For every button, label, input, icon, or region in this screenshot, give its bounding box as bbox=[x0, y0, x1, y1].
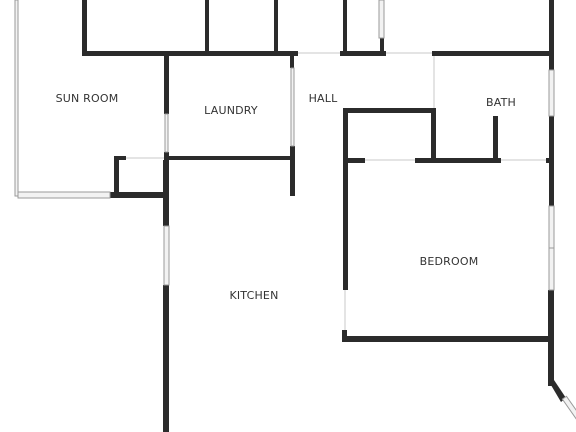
wall-top-divider-1 bbox=[205, 0, 209, 54]
room-label-sun-room: SUN ROOM bbox=[56, 92, 119, 105]
room-label-bedroom: BEDROOM bbox=[420, 255, 479, 268]
wall-top-horizontal-left bbox=[82, 51, 298, 56]
wall-bath-stub bbox=[493, 116, 498, 162]
room-label-kitchen: KITCHEN bbox=[229, 289, 278, 302]
wall-right-exterior-3 bbox=[548, 290, 554, 386]
wall-top-right-vertical bbox=[549, 0, 554, 54]
window-sunroom-west bbox=[14, 0, 19, 197]
wall-top-horizontal-right bbox=[432, 51, 554, 56]
window-laundry-left bbox=[164, 113, 169, 153]
wall-top-divider-2 bbox=[274, 0, 278, 54]
wall-bedroom-bottom bbox=[342, 336, 550, 342]
wall-closet-stub-horizontal bbox=[114, 156, 126, 160]
window-corner-angled bbox=[561, 395, 576, 428]
wall-kitchen-left-upper bbox=[163, 160, 169, 226]
room-label-hall: HALL bbox=[309, 92, 339, 105]
wall-laundry-right-lower bbox=[290, 146, 295, 196]
room-labels: SUN ROOM LAUNDRY HALL BATH BEDROOM KITCH… bbox=[56, 92, 516, 302]
window-bedroom-east-1 bbox=[548, 205, 555, 249]
walls bbox=[82, 0, 566, 432]
windows bbox=[14, 0, 576, 428]
door-openings bbox=[126, 52, 546, 330]
wall-top-left-vertical bbox=[82, 0, 87, 54]
wall-right-exterior-2 bbox=[549, 116, 554, 206]
wall-bath-top bbox=[343, 108, 435, 113]
wall-sunroom-bottom bbox=[110, 192, 168, 198]
wall-top-closet-stub bbox=[380, 38, 384, 54]
window-kitchen-west bbox=[163, 225, 170, 286]
wall-top-divider-3 bbox=[343, 0, 347, 54]
room-label-bath: BATH bbox=[486, 96, 516, 109]
wall-right-angled-corner bbox=[548, 380, 566, 402]
window-sunroom-south bbox=[17, 191, 111, 199]
wall-bedroom-left bbox=[343, 108, 348, 290]
window-laundry-right bbox=[290, 67, 295, 147]
wall-laundry-bottom bbox=[164, 156, 294, 160]
wall-bedroom-left-bottom-stub bbox=[342, 330, 347, 342]
room-label-laundry: LAUNDRY bbox=[204, 104, 258, 117]
wall-top-horizontal-mid bbox=[340, 51, 386, 56]
wall-laundry-left bbox=[164, 56, 169, 114]
wall-bath-bottom bbox=[415, 158, 501, 163]
wall-right-exterior-1 bbox=[549, 56, 554, 70]
wall-bedroom-top-left bbox=[343, 158, 365, 163]
window-bedroom-east-2 bbox=[548, 247, 555, 291]
wall-kitchen-left-lower bbox=[163, 285, 169, 432]
wall-closet-stub-vertical bbox=[114, 156, 119, 196]
wall-laundry-right-upper bbox=[290, 56, 294, 68]
window-top-center bbox=[378, 0, 385, 39]
window-bath-east bbox=[548, 69, 555, 117]
wall-bath-left bbox=[431, 108, 436, 162]
